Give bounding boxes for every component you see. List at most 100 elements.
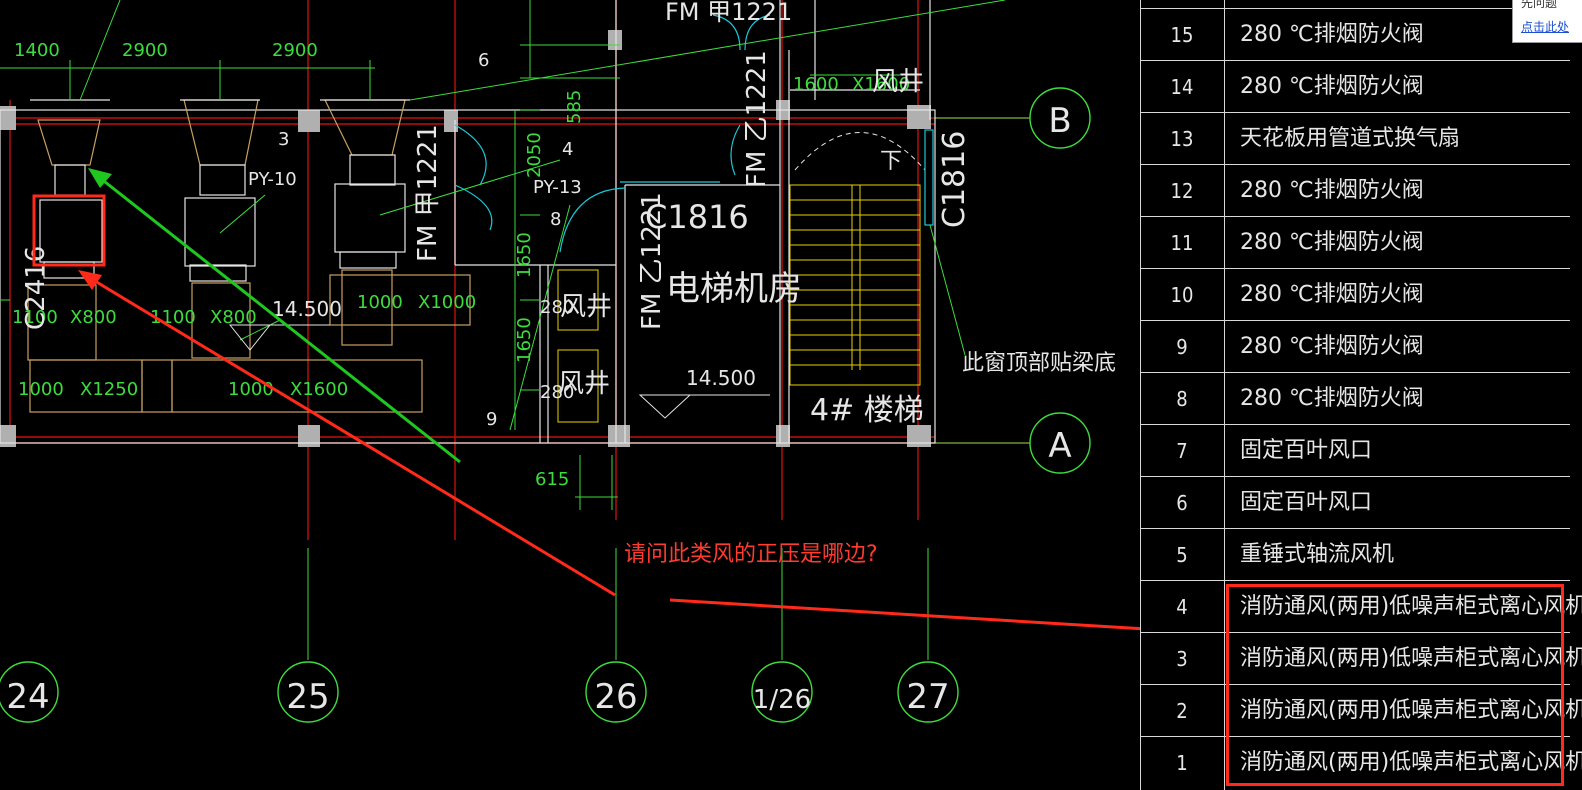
duct-x1600: X1600 <box>290 379 348 400</box>
legend-no: 7 <box>1176 439 1188 463</box>
legend-desc: 280 ℃排烟防火阀 <box>1240 230 1424 255</box>
legend-desc: 消防通风(两用)低噪声柜式离心风机 <box>1240 594 1582 619</box>
stair-label: 4# 楼梯 <box>810 393 924 428</box>
popup-text: 先问题 <box>1521 0 1558 10</box>
label-n8: 8 <box>550 209 561 230</box>
legend-row: 6 固定百叶风口 <box>1140 476 1570 529</box>
legend-no: 13 <box>1170 127 1194 151</box>
legend-no: 4 <box>1176 595 1188 619</box>
shaft-label-3: 风井 <box>872 67 924 97</box>
fan-unit-2 <box>184 197 256 267</box>
green-arrow-head <box>88 168 112 188</box>
axis-labels: 24 25 26 1/26 27 B A <box>6 101 1071 717</box>
label-n4: 4 <box>562 139 573 160</box>
door-fm-3: FM 乙1221 <box>637 192 667 330</box>
label-py13: PY-13 <box>533 177 582 198</box>
legend-desc: 280 ℃排烟防火阀 <box>1240 386 1424 411</box>
label-x1600: X1600 <box>852 74 910 95</box>
shaft-label-1: 风井 <box>560 292 612 322</box>
window-c1816-b: C1816 <box>937 131 972 228</box>
axis-bubble-B <box>1029 87 1091 149</box>
legend-no: 1 <box>1176 751 1188 775</box>
stair-down-label: 下 <box>880 149 902 174</box>
axis-label-24: 24 <box>6 677 49 717</box>
columns <box>0 30 931 447</box>
legend-desc: 固定百叶风口 <box>1240 490 1373 515</box>
legend-no: 5 <box>1176 543 1188 567</box>
fan-unit-3 <box>334 183 406 253</box>
duct-x800-b: X800 <box>210 307 257 328</box>
legend-row: 14 280 ℃排烟防火阀 <box>1140 60 1570 113</box>
dimension-lines <box>0 0 1006 510</box>
legend-desc: 280 ℃排烟防火阀 <box>1240 22 1424 47</box>
dim-2050: 2050 <box>524 132 545 178</box>
legend-row: 2 消防通风(两用)低噪声柜式离心风机 <box>1140 684 1582 737</box>
elevation-1: 14.500 <box>272 297 342 321</box>
legend-no: 6 <box>1176 491 1188 515</box>
window-note: 此窗顶部贴梁底 <box>962 351 1116 376</box>
door-fm-1: FM 甲1221 <box>413 124 443 262</box>
legend-no: 3 <box>1176 647 1188 671</box>
red-arrow-line-2 <box>669 598 1140 631</box>
axis-extension-lines <box>307 117 1030 660</box>
side-window-label: C2416 <box>21 246 51 330</box>
highlight-box-fan <box>32 194 106 267</box>
legend-desc: 280 ℃排烟防火阀 <box>1240 282 1424 307</box>
axis-bubble-24 <box>0 661 59 723</box>
dim-2900-a: 2900 <box>122 40 168 61</box>
axis-bubble-27 <box>897 661 959 723</box>
legend-row: 5 重锤式轴流风机 <box>1140 528 1570 581</box>
duct-1000: 1000 <box>357 292 403 313</box>
elevation-2: 14.500 <box>686 366 756 390</box>
elevation-markers <box>228 324 770 419</box>
legend-desc: 280 ℃排烟防火阀 <box>1240 178 1424 203</box>
drawing-labels: PY-10 PY-13 3 4 6 8 9 14.500 14.500 280 … <box>21 0 1116 430</box>
shaft-label-2: 风井 <box>558 369 610 399</box>
legend-row: 1 消防通风(两用)低噪声柜式离心风机 <box>1140 736 1582 789</box>
label-py10: PY-10 <box>248 169 297 190</box>
popup-link[interactable]: 点击此处 <box>1521 20 1570 34</box>
stair-arc <box>794 132 926 171</box>
legend-left-border <box>1140 0 1141 790</box>
legend-column-divider <box>1224 0 1225 790</box>
dimension-texts: 1400 2900 2900 585 2050 1650 1650 615 16… <box>12 40 910 490</box>
legend-desc: 280 ℃排烟防火阀 <box>1240 334 1424 359</box>
legend-no: 15 <box>1170 23 1194 47</box>
axis-label-A: A <box>1048 426 1071 466</box>
legend-desc: 280 ℃排烟防火阀 <box>1240 74 1424 99</box>
doors <box>454 14 934 253</box>
help-popup[interactable]: 先问题 点击此处 <box>1512 0 1582 43</box>
valve-280-b: 280 <box>540 382 574 403</box>
legend-no: 2 <box>1176 699 1188 723</box>
legend-desc: 重锤式轴流风机 <box>1240 542 1395 567</box>
valve-280-a: 280 <box>540 297 574 318</box>
legend-row: 7 固定百叶风口 <box>1140 424 1570 477</box>
dim-1650-b: 1650 <box>514 317 535 363</box>
axis-label-25: 25 <box>286 677 329 717</box>
dim-2900-b: 2900 <box>272 40 318 61</box>
legend-no: 8 <box>1176 387 1188 411</box>
legend-row: 10 280 ℃排烟防火阀 <box>1140 268 1570 321</box>
duct-1100-a: 1100 <box>12 307 58 328</box>
red-arrow-line-1 <box>89 276 616 597</box>
legend-desc: 消防通风(两用)低噪声柜式离心风机 <box>1240 698 1582 723</box>
legend-no: 12 <box>1170 179 1194 203</box>
legend-no: 10 <box>1170 283 1194 307</box>
axis-bubble-25 <box>277 661 339 723</box>
legend-desc: 固定百叶风口 <box>1240 438 1373 463</box>
dim-1650-a: 1650 <box>514 232 535 278</box>
duct-x1000: X1000 <box>418 292 476 313</box>
highlight-box-legend <box>1226 584 1564 786</box>
legend-no: 14 <box>1170 75 1194 99</box>
fan-units <box>30 99 410 282</box>
red-arrow-head-1 <box>78 270 102 290</box>
dim-1600: 1600 <box>793 74 839 95</box>
axis-label-1-26: 1/26 <box>753 685 811 715</box>
legend-desc: 消防通风(两用)低噪声柜式离心风机 <box>1240 750 1582 775</box>
annotation-question: 请问此类风的正压是哪边? <box>624 542 878 567</box>
cad-drawing[interactable]: 1400 2900 2900 585 2050 1650 1650 615 16… <box>0 0 1140 790</box>
